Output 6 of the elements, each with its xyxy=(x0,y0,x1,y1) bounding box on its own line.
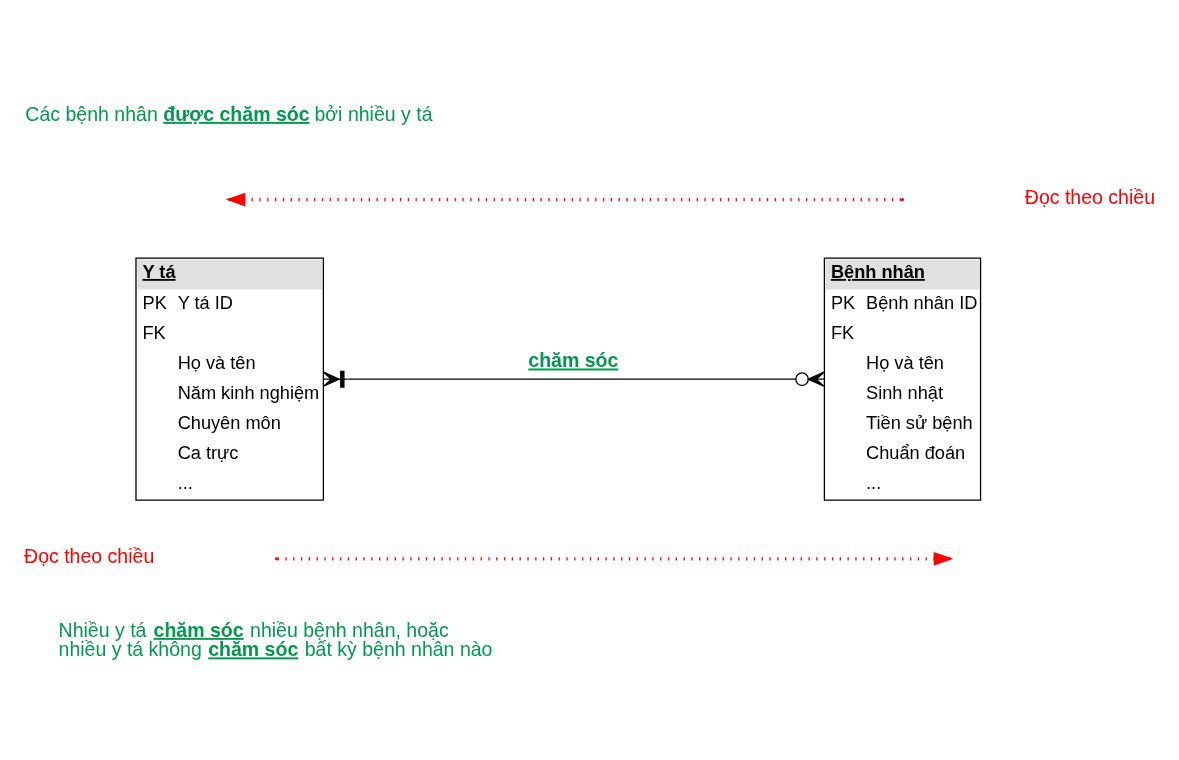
label: Đọc theo chiều xyxy=(1024,185,1155,208)
label: Nhiều y tá chăm sóc nhiều bệnh nhân, hoặc nhiều y tá không chăm sóc bất kỳ bệnh nhân nào xyxy=(58,618,493,660)
connector xyxy=(322,370,825,388)
label: Đọc theo chiều xyxy=(24,544,155,567)
edge-label: chăm sóc xyxy=(528,348,619,371)
label: Các bệnh nhân được chăm sóc bởi nhiều y tá xyxy=(25,102,433,125)
